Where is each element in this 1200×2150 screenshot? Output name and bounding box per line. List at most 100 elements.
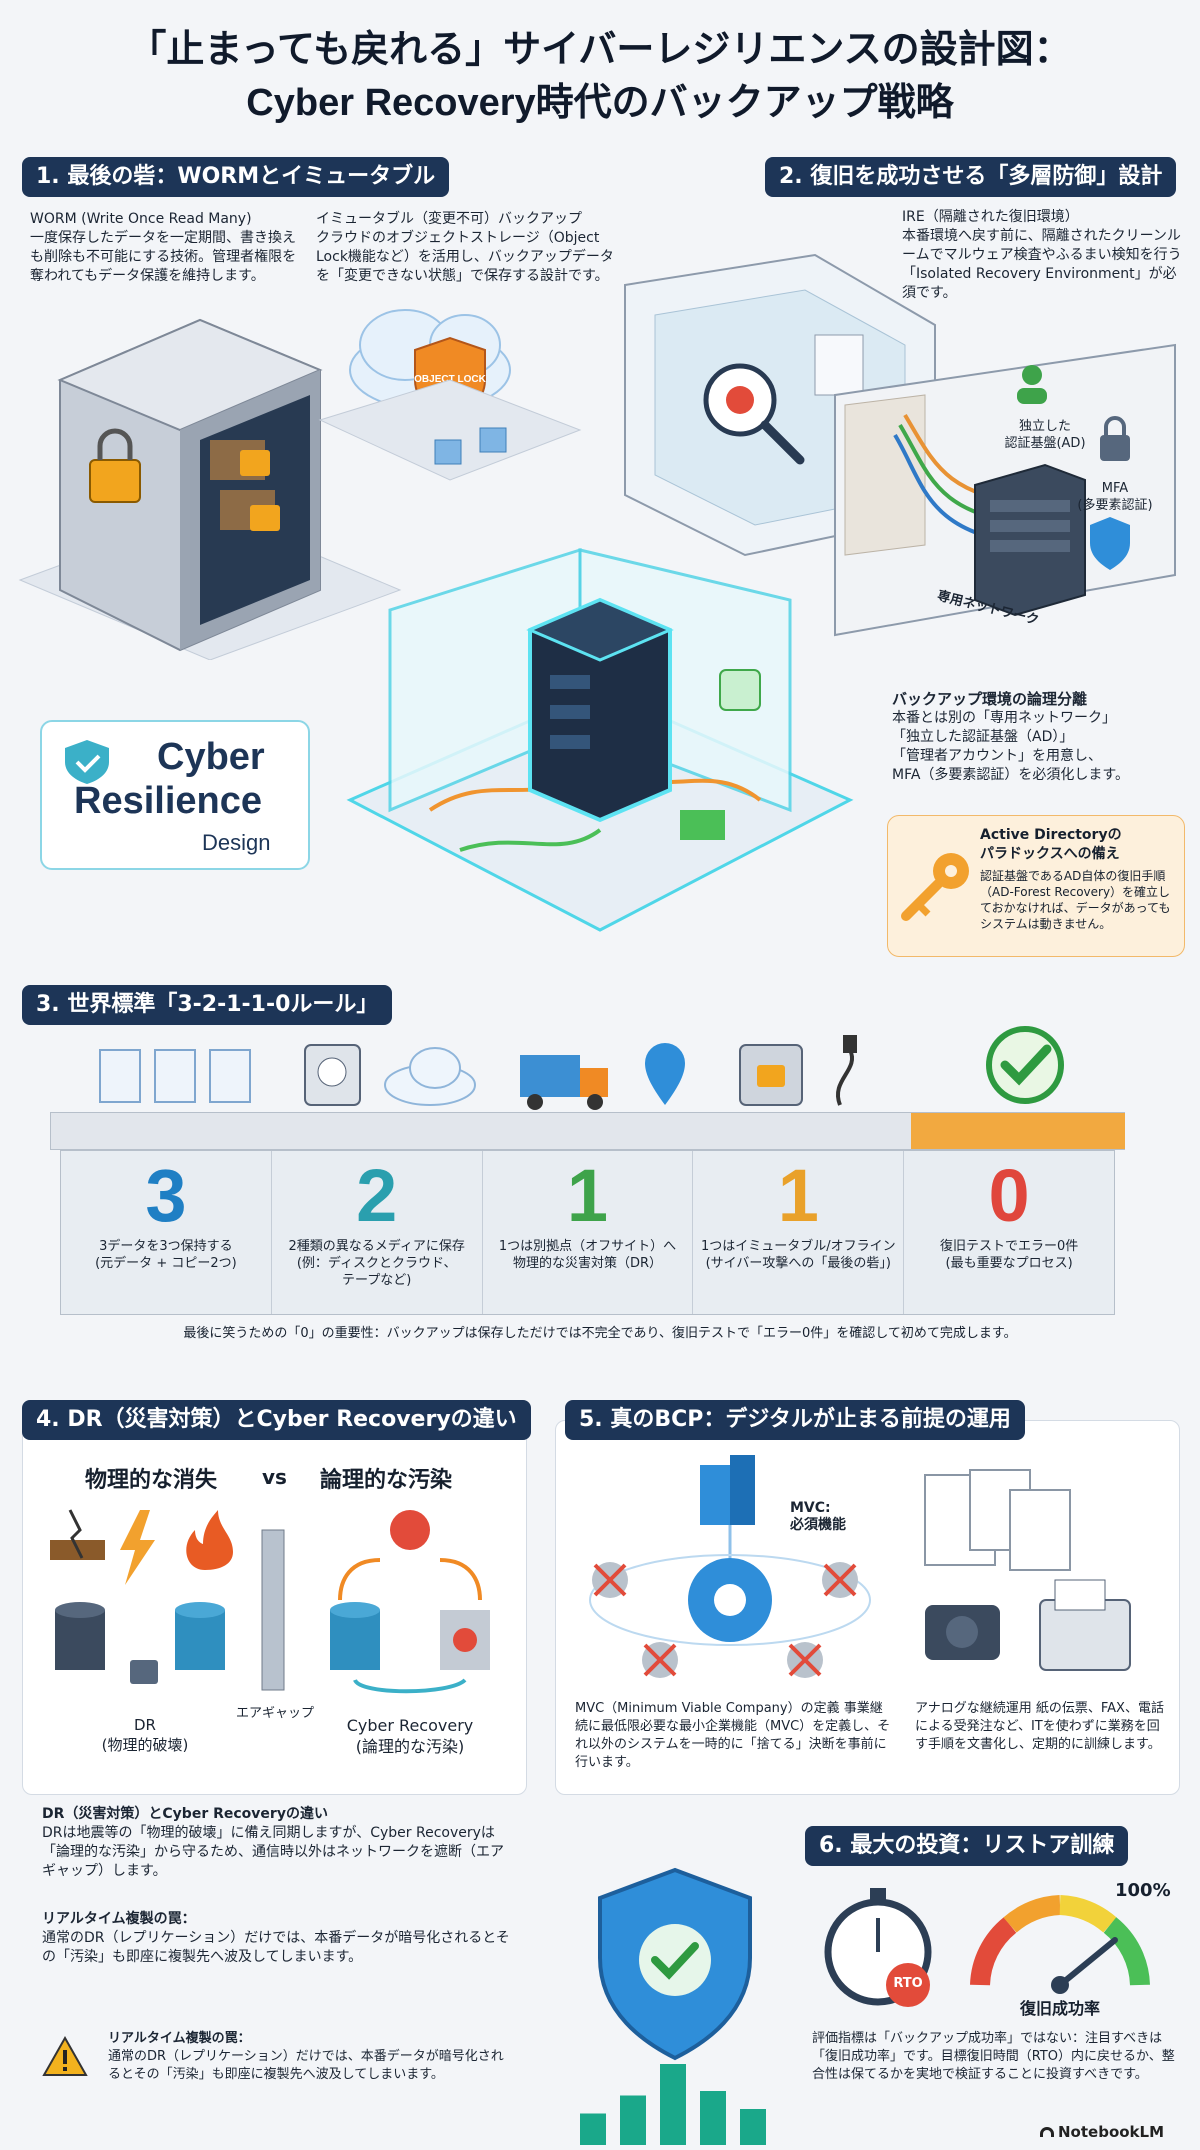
usb-cable-icon <box>836 1035 857 1106</box>
rule-number: 2 <box>356 1154 398 1237</box>
infected-database-icon <box>440 1610 490 1670</box>
brand-line-3: Design <box>202 830 271 855</box>
mvc-illustration <box>589 1455 1131 1678</box>
isolation-block: バックアップ環境の論理分離 本番とは別の「専用ネットワーク」 「独立した認証基盤… <box>892 690 1192 785</box>
warning-title: リアルタイム複製の罠： <box>108 2031 251 2046</box>
section-5-heading: 5. 真のBCP：デジタルが止まる前提の運用 <box>565 1400 1025 1440</box>
dr-caption: DR (物理的破壊) <box>101 1716 189 1754</box>
disabled-gear-icon <box>787 1642 823 1678</box>
rule-note: 最後に笑うための「0」の重要性：バックアップは保存しただけでは不完全であり、復旧… <box>183 1326 1017 1341</box>
fire-icon <box>186 1510 233 1570</box>
padlock-icon <box>89 428 141 503</box>
database-icon <box>330 1602 380 1670</box>
ad-label: 独立した 認証基盤(AD) <box>1004 419 1086 451</box>
rule-number: 3 <box>145 1154 187 1237</box>
ire-description: IRE（隔離された復旧環境） 本番環境へ戻す前に、隔離されたクリーンルームでマル… <box>902 209 1182 301</box>
mvc-label: MVC: 必須機能 <box>790 1500 846 1533</box>
bar <box>620 2095 646 2145</box>
immutable-description: イミュータブル（変更不可）バックアップ クラウドのオブジェクトストレージ（Obj… <box>316 211 614 284</box>
central-gear-icon <box>688 1558 772 1642</box>
hard-disk-icon <box>304 1044 361 1106</box>
disabled-gear-icon <box>822 1562 858 1598</box>
rule-number: 1 <box>566 1154 609 1237</box>
logical-contamination-title: 論理的な汚染 <box>320 1468 453 1493</box>
telephone-icon <box>925 1605 1000 1660</box>
isolation-text: 本番とは別の「専用ネットワーク」 「独立した認証基盤（AD）」 「管理者アカウン… <box>892 710 1130 783</box>
key-icon <box>901 853 969 921</box>
section-1-heading: 1. 最後の砦：WORMとイミュータブル <box>22 157 450 197</box>
shield-check-icon <box>65 740 109 784</box>
safe-lock-icon <box>739 1044 803 1106</box>
vs-label: vs <box>262 1465 287 1489</box>
bar <box>660 2064 686 2145</box>
title-line-2: Cyber Recovery時代のバックアップ戦略 <box>246 82 954 124</box>
section-6-heading: 6. 最大の投資：リストア訓練 <box>805 1826 1129 1866</box>
gauge-label: 復旧成功率 <box>1019 1999 1100 2018</box>
dr-difference-block: DR（災害対策）とCyber Recoveryの違い DRは地震等の「物理的破壊… <box>42 1805 512 1881</box>
restore-drill-text: 評価指標は「バックアップ成功率」ではない：注目すべきは「復旧成功率」です。目標復… <box>812 2031 1175 2082</box>
paper-forms-icon <box>924 1469 1071 1571</box>
zero-highlight <box>911 1113 1125 1149</box>
worm-description: WORM (Write Once Read Many) 一度保存したデータを一定… <box>30 211 297 284</box>
warning-text: 通常のDR（レプリケーション）だけでは、本番データが暗号化されるとその「汚染」も… <box>108 2049 504 2082</box>
server-rack-icon <box>974 463 1086 617</box>
ad-paradox-box: Active Directoryの パラドックスへの備え 認証基盤であるAD自体… <box>887 815 1185 957</box>
bar-chart-icon <box>580 2064 766 2145</box>
mvc-description: MVC（Minimum Viable Company）の定義 事業継続に最低限必… <box>575 1701 891 1770</box>
shield-lock-icon <box>719 669 761 711</box>
notebooklm-icon <box>1040 2127 1054 2137</box>
rule-description: 2種類の異なるメディアに保存 (例：ディスクとクラウド、 テープなど) <box>288 1239 465 1288</box>
physical-loss-title: 物理的な消失 <box>85 1468 218 1493</box>
isolated-recovery-illustration <box>624 253 1176 637</box>
rule-table-top <box>50 1112 1125 1150</box>
rto-label: RTO <box>893 1976 923 1991</box>
lock-icon <box>1100 416 1130 461</box>
bar <box>700 2091 726 2145</box>
checkmark-icon <box>986 1026 1064 1104</box>
rule-description: 復旧テストでエラー0件 (最も重要なプロセス) <box>939 1239 1079 1271</box>
rule-description: 3データを3つ保持する (元データ + コピー2つ) <box>95 1239 237 1271</box>
section-4-heading: 4. DR（災害対策）とCyber Recoveryの違い <box>22 1400 531 1440</box>
section-2-heading: 2. 復旧を成功させる「多層防御」設計 <box>765 157 1177 197</box>
dr-vs-cyber-illustration <box>50 1509 490 1694</box>
section-3-heading: 3. 世界標準「3-2-1-1-0ルール」 <box>22 985 393 1025</box>
bar <box>740 2109 766 2145</box>
brand-line-1: Cyber <box>157 736 265 778</box>
isolation-title: バックアップ環境の論理分離 <box>892 690 1088 708</box>
documents-icon <box>99 1049 251 1103</box>
building-icon <box>700 1455 755 1525</box>
warning-icon <box>42 2035 88 2076</box>
footer-brand: NotebookLM <box>1040 2123 1164 2141</box>
earthquake-icon <box>50 1509 105 1560</box>
analog-operation-description: アナログな継続運用 紙の伝票、FAX、電話による受発注など、ITを使わずに業務を… <box>915 1701 1164 1752</box>
disabled-gear-icon <box>592 1562 628 1598</box>
security-shield-icon <box>1090 517 1130 570</box>
magnifier-malware-icon <box>703 363 805 465</box>
disabled-gear-icon <box>642 1642 678 1678</box>
lock-icon <box>130 1660 158 1684</box>
lightning-icon <box>120 1510 155 1585</box>
replication-trap-title: リアルタイム複製の罠： <box>42 1911 196 1927</box>
dr-difference-title: DR（災害対策）とCyber Recoveryの違い <box>42 1806 328 1822</box>
truck-icon <box>520 1055 608 1110</box>
page-title: 「止まっても戻れる」サイバーレジリエンスの設計図： Cyber Recovery… <box>0 22 1200 130</box>
database-icon <box>55 1602 105 1670</box>
recovery-gauge <box>970 1895 1150 1994</box>
fax-machine-icon <box>1039 1579 1131 1671</box>
glowing-server-icon <box>526 597 674 823</box>
rule-number: 0 <box>988 1154 1030 1237</box>
gauge-value: 100% <box>1115 1880 1171 1901</box>
worm-vault-illustration: OBJECT LOCK <box>18 309 582 660</box>
bar <box>580 2113 606 2145</box>
dr-difference-text: DRは地震等の「物理的破壊」に備え同期しますが、Cyber Recoveryは「… <box>42 1825 504 1879</box>
location-pin-icon <box>645 1043 685 1105</box>
user-icon <box>1017 365 1047 404</box>
replication-trap-block: リアルタイム複製の罠： 通常のDR（レプリケーション）だけでは、本番データが暗号… <box>42 1910 512 1967</box>
virus-icon <box>390 1510 430 1550</box>
